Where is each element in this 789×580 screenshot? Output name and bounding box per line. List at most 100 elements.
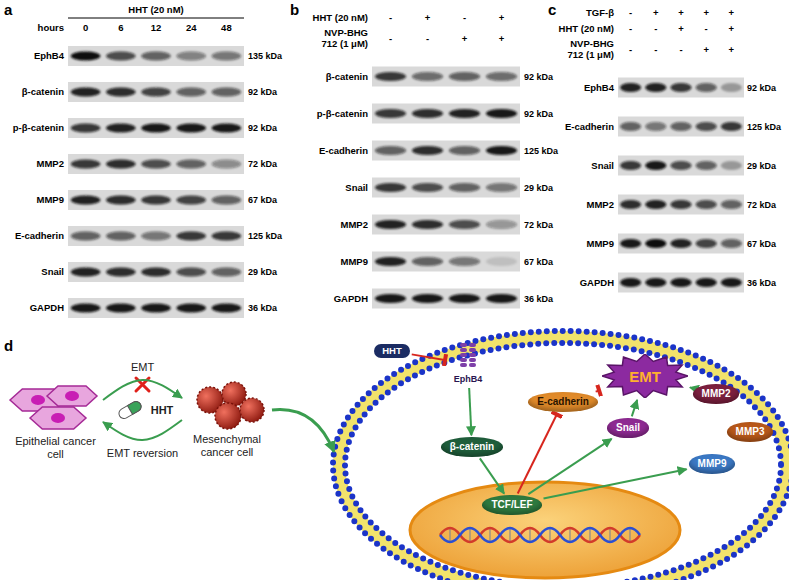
protein-band <box>176 124 206 133</box>
protein-band <box>141 160 171 169</box>
transcription-factor: TCF/LEF <box>482 495 541 515</box>
blot-strip <box>68 226 244 246</box>
protein-band <box>620 239 641 248</box>
treatment-sign: - <box>629 45 632 56</box>
mass-label: 72 kDa <box>747 199 776 209</box>
protein-band <box>486 183 517 192</box>
treatment-sign: + <box>678 24 684 35</box>
mass-label: 72 kDa <box>524 219 553 229</box>
protein-band <box>71 124 101 133</box>
inhibition-line <box>518 414 558 494</box>
time-point: 24 <box>186 23 197 34</box>
panel-letter: b <box>290 1 299 18</box>
protein-band <box>620 122 641 131</box>
treatment-sign: + <box>462 34 468 45</box>
blot-strip <box>68 46 244 66</box>
blots <box>68 46 744 318</box>
node-text: MMP9 <box>698 458 727 470</box>
protein-band <box>449 109 480 118</box>
protein-band <box>176 268 206 277</box>
treatment-bar <box>68 18 244 19</box>
protein-band <box>106 232 136 241</box>
protein-band <box>449 183 480 192</box>
protein-band <box>645 161 666 170</box>
protein-band <box>721 239 742 248</box>
protein-band <box>486 72 517 81</box>
protein-band <box>486 220 517 229</box>
flow-arrow <box>469 388 471 435</box>
blot-strip <box>372 252 520 272</box>
pill-icon <box>117 400 143 421</box>
blot-strip <box>372 215 520 235</box>
protein-band <box>375 257 406 266</box>
drug-pill: HHT <box>374 344 410 359</box>
protein-oval: E-cadherin <box>528 392 598 412</box>
protein-band <box>176 196 206 205</box>
protein-band <box>721 278 742 287</box>
protein-name: E-cadherin <box>319 145 368 156</box>
protein-band <box>212 124 242 133</box>
protein-band <box>645 200 666 209</box>
inhibition-line <box>596 390 600 391</box>
protein-band <box>449 257 480 266</box>
protein-band <box>620 83 641 92</box>
protein-band <box>721 161 742 170</box>
treatment-sign: - <box>629 8 632 19</box>
time-point: 0 <box>83 23 88 34</box>
protein-band <box>71 160 101 169</box>
cytoplasm <box>339 337 787 580</box>
flow-arrow <box>632 400 637 416</box>
western-blot <box>68 46 244 318</box>
dna-strand <box>440 528 640 542</box>
protein-band <box>106 52 136 61</box>
protein-band <box>176 52 206 61</box>
protein-band <box>696 122 717 131</box>
protein-band <box>212 304 242 313</box>
blot-strip <box>68 190 244 210</box>
protein-name: β-catenin <box>22 87 64 98</box>
protein-band <box>721 200 742 209</box>
mass-label: 92 kDa <box>248 123 277 133</box>
protein-band <box>696 161 717 170</box>
treatment-sign: - <box>654 45 657 56</box>
treatment-header: NVP-BHG 712 (1 μM) <box>310 28 368 50</box>
protein-name: MMP2 <box>37 159 64 170</box>
blot-strip <box>68 298 244 318</box>
treatment-header: TGF-β <box>586 8 614 19</box>
treatment-sign: + <box>703 45 709 56</box>
membrane-dots <box>333 331 789 580</box>
panel-letter: c <box>548 1 556 18</box>
nucleus <box>410 482 680 578</box>
node-text: Mesenchymal cancer cell <box>182 433 272 459</box>
protein-band <box>106 160 136 169</box>
protein-band <box>375 294 406 303</box>
inhibition-line <box>412 354 446 360</box>
protein-name: GAPDH <box>30 303 64 314</box>
mass-label: 92 kDa <box>747 82 776 92</box>
protein-band <box>620 278 641 287</box>
protein-band <box>212 232 242 241</box>
axis-label: hours <box>38 23 64 34</box>
treatment-header: NVP-BHG 712 (1 μM) <box>556 39 614 61</box>
mass-label: 135 kDa <box>248 51 282 61</box>
protein-band <box>486 294 517 303</box>
mass-label: 67 kDa <box>747 238 776 248</box>
treatment-sign: + <box>729 8 735 19</box>
flow-arrow <box>544 469 687 498</box>
node-text: EMT <box>629 368 661 385</box>
protein-band <box>645 278 666 287</box>
protein-band <box>670 161 691 170</box>
node-text: E-cadherin <box>537 396 589 408</box>
flow-arrow <box>528 439 611 494</box>
treatment-sign: - <box>389 13 392 24</box>
epithelial-cell: Epithelial cancer cell <box>8 380 103 461</box>
mass-label: 67 kDa <box>248 195 277 205</box>
transition-arrow <box>272 410 334 452</box>
protein-name: E-cadherin <box>565 121 614 132</box>
protein-band <box>670 200 691 209</box>
protein-band <box>486 109 517 118</box>
protein-oval: β-catenin <box>441 437 503 457</box>
protein-band <box>212 196 242 205</box>
protein-band <box>670 122 691 131</box>
flow-arrow <box>480 458 504 493</box>
